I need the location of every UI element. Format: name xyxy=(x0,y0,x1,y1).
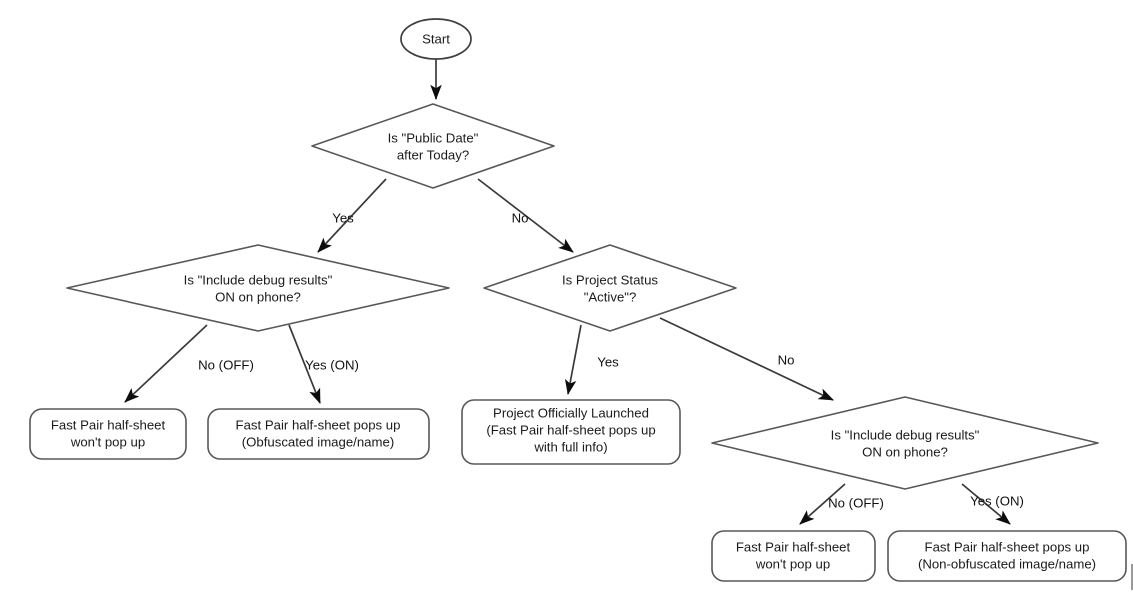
node-t1-label-line2: won't pop up xyxy=(70,434,145,449)
node-d1-shape[interactable] xyxy=(311,103,555,189)
node-t2-shape[interactable] xyxy=(207,408,430,460)
node-start-shape[interactable] xyxy=(400,18,472,60)
node-t2-label-line1: Fast Pair half-sheet pops up xyxy=(236,417,401,432)
node-d4-label-line1: Is "Include debug results" xyxy=(831,427,980,442)
edge-layer xyxy=(124,59,1011,525)
edge-d1-to-d3-no xyxy=(477,178,574,253)
edge-d3-to-t3-yes xyxy=(564,324,582,396)
node-d2-label-line2: ON on phone? xyxy=(215,289,301,304)
node-t4-label-line1: Fast Pair half-sheet xyxy=(736,539,851,554)
node-t3-shape[interactable] xyxy=(461,399,681,465)
edge-label-d2-no-off: No (OFF) xyxy=(198,357,254,372)
edge-d2-to-t2-yes-on xyxy=(288,324,321,404)
edge-label-d4-no-off: No (OFF) xyxy=(828,495,884,510)
edge-label-d3-yes: Yes xyxy=(597,354,619,369)
node-d2-label-line1: Is "Include debug results" xyxy=(184,272,333,287)
edge-label-d4-yes-on: Yes (ON) xyxy=(970,493,1024,508)
node-t5-label-line2: (Non-obfuscated image/name) xyxy=(918,556,1096,571)
edge-d4-to-t5-yes-on xyxy=(961,483,1011,525)
node-t2-label-line2: (Obfuscated image/name) xyxy=(242,434,394,449)
node-d1-label-line1: Is "Public Date" xyxy=(388,130,479,145)
node-t3-label-line1: Project Officially Launched xyxy=(493,405,649,420)
node-t4-label-line2: won't pop up xyxy=(755,556,830,571)
edge-label-d3-no: No xyxy=(778,352,795,367)
edge-d2-to-t1-no-off xyxy=(124,324,208,403)
node-d4-shape[interactable] xyxy=(711,396,1099,490)
node-d1-label-line2: after Today? xyxy=(397,147,469,162)
page-edge-marker xyxy=(1131,564,1133,590)
node-start-label: Start xyxy=(422,31,450,46)
edge-d4-to-t4-no-off xyxy=(799,483,846,525)
node-t5-shape[interactable] xyxy=(887,530,1127,582)
edge-label-d1-no: No xyxy=(512,210,529,225)
node-t3-label-line3: with full info) xyxy=(533,439,607,454)
node-t5-label-line1: Fast Pair half-sheet pops up xyxy=(925,539,1090,554)
node-d2-shape[interactable] xyxy=(66,244,450,332)
edge-label-d2-yes-on: Yes (ON) xyxy=(305,357,359,372)
node-t4-shape[interactable] xyxy=(711,530,876,582)
edge-d3-to-d4-no xyxy=(659,317,834,401)
node-d4-label-line2: ON on phone? xyxy=(862,444,948,459)
node-t1-label-line1: Fast Pair half-sheet xyxy=(51,417,166,432)
node-t1-shape[interactable] xyxy=(29,408,187,460)
node-d3-label-line1: Is Project Status xyxy=(562,272,658,287)
edge-label-d1-yes: Yes xyxy=(332,210,354,225)
node-d3-label-line2: "Active"? xyxy=(584,289,637,304)
edge-d1-to-d2-yes xyxy=(317,178,387,253)
node-d3-shape[interactable] xyxy=(483,244,737,332)
node-t3-label-line2: (Fast Pair half-sheet pops up xyxy=(486,422,655,437)
